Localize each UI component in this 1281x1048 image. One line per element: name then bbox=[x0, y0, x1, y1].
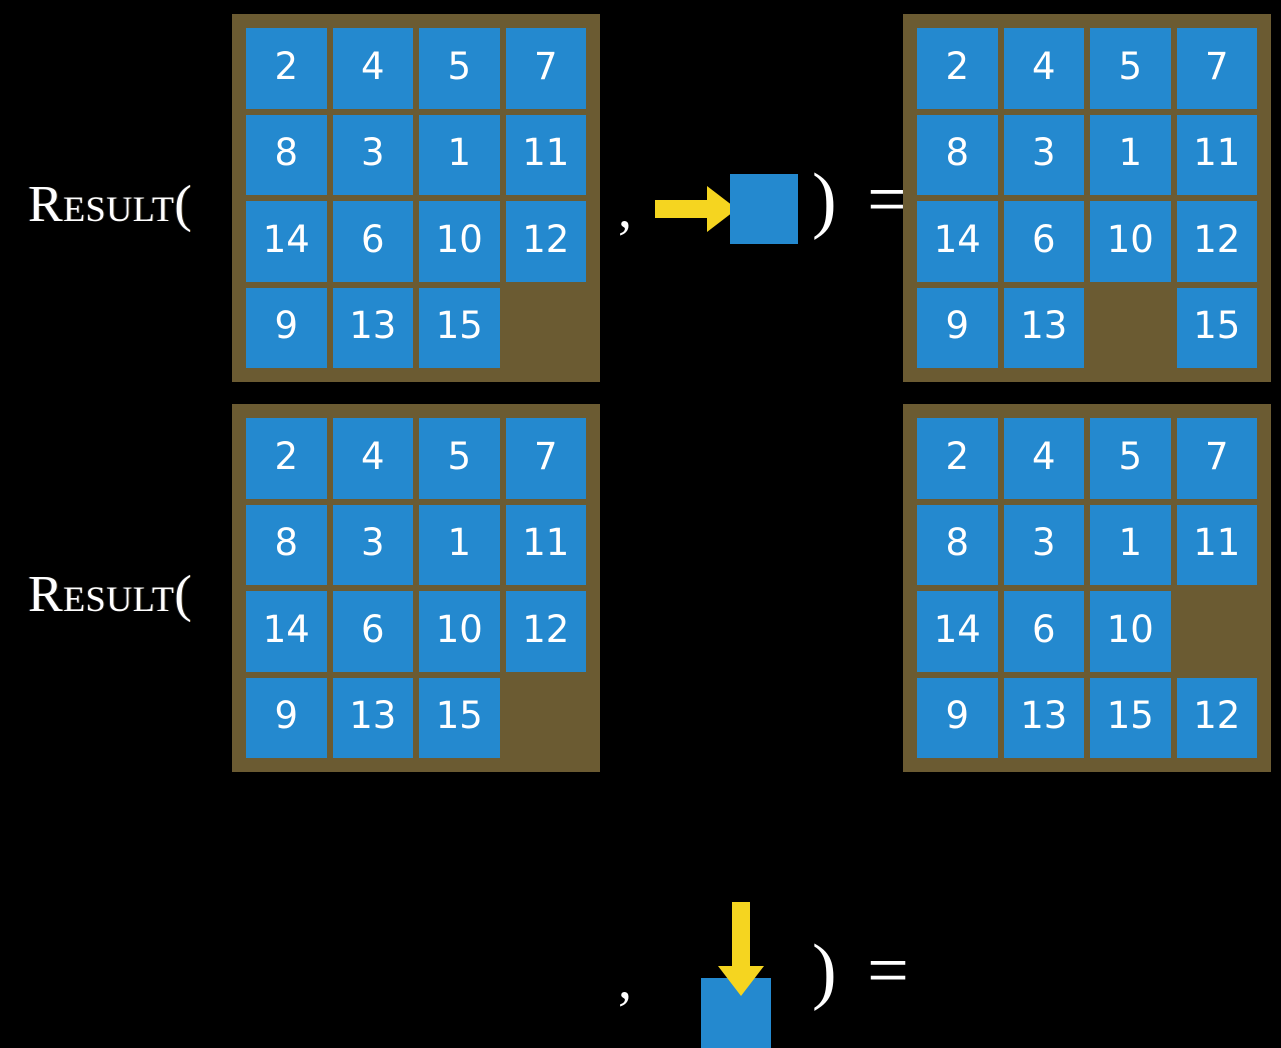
tile[interactable]: 5 bbox=[1090, 418, 1171, 499]
closing-paren-equals-row1: ) = bbox=[812, 159, 915, 241]
tile-empty-slot[interactable] bbox=[506, 288, 587, 369]
tile[interactable]: 6 bbox=[332, 201, 413, 282]
result-function-label-row2: Result( bbox=[28, 566, 193, 623]
tile-grid: 2 4 5 7 8 3 1 11 14 6 10 12 9 13 15 bbox=[917, 28, 1257, 368]
tile[interactable]: 10 bbox=[1090, 591, 1171, 672]
equation-row-2: Result( 2 4 5 7 8 3 1 11 14 6 10 12 9 13… bbox=[0, 390, 1281, 1048]
tile[interactable]: 2 bbox=[917, 28, 998, 109]
argument-separator-row1: , bbox=[618, 178, 632, 240]
tile[interactable]: 5 bbox=[1090, 28, 1171, 109]
tile-empty-slot[interactable] bbox=[1090, 288, 1171, 369]
tile[interactable]: 13 bbox=[1003, 287, 1084, 368]
tile[interactable]: 1 bbox=[419, 504, 500, 585]
tile[interactable]: 7 bbox=[1176, 28, 1257, 109]
tile[interactable]: 15 bbox=[1090, 677, 1171, 758]
input-board-row1: 2 4 5 7 8 3 1 11 14 6 10 12 9 13 15 bbox=[232, 14, 600, 382]
tile[interactable]: 9 bbox=[246, 287, 327, 368]
tile[interactable]: 1 bbox=[1090, 504, 1171, 585]
tile[interactable]: 14 bbox=[246, 591, 327, 672]
tile[interactable]: 6 bbox=[1003, 201, 1084, 282]
tile-grid: 2 4 5 7 8 3 1 11 14 6 10 12 9 13 15 bbox=[246, 418, 586, 758]
tile[interactable]: 3 bbox=[1003, 114, 1084, 195]
tile[interactable]: 5 bbox=[419, 418, 500, 499]
tile[interactable]: 11 bbox=[505, 504, 586, 585]
tile[interactable]: 9 bbox=[917, 287, 998, 368]
tile[interactable]: 10 bbox=[419, 591, 500, 672]
tile[interactable]: 12 bbox=[1176, 677, 1257, 758]
tile[interactable]: 13 bbox=[332, 677, 413, 758]
tile[interactable]: 14 bbox=[917, 591, 998, 672]
tile[interactable]: 11 bbox=[1176, 114, 1257, 195]
tile[interactable]: 12 bbox=[1176, 201, 1257, 282]
result-function-label-row1: Result( bbox=[28, 176, 193, 233]
tile[interactable]: 6 bbox=[332, 591, 413, 672]
tile[interactable]: 10 bbox=[1090, 201, 1171, 282]
tile[interactable]: 2 bbox=[246, 418, 327, 499]
tile[interactable]: 4 bbox=[332, 418, 413, 499]
tile-empty-slot[interactable] bbox=[506, 678, 587, 759]
tile[interactable]: 8 bbox=[917, 504, 998, 585]
input-board-row2: 2 4 5 7 8 3 1 11 14 6 10 12 9 13 15 bbox=[232, 404, 600, 772]
tile[interactable]: 4 bbox=[1003, 418, 1084, 499]
tile[interactable]: 11 bbox=[505, 114, 586, 195]
tile[interactable]: 12 bbox=[505, 591, 586, 672]
tile[interactable]: 10 bbox=[419, 201, 500, 282]
tile[interactable]: 7 bbox=[505, 28, 586, 109]
argument-separator-row2: , bbox=[618, 949, 632, 1011]
arrow-down-icon bbox=[718, 902, 764, 996]
tile[interactable]: 7 bbox=[1176, 418, 1257, 499]
tile-empty-slot[interactable] bbox=[1177, 591, 1258, 672]
tile[interactable]: 11 bbox=[1176, 504, 1257, 585]
tile-grid: 2 4 5 7 8 3 1 11 14 6 10 12 9 13 15 bbox=[246, 28, 586, 368]
tile[interactable]: 13 bbox=[332, 287, 413, 368]
output-board-row2: 2 4 5 7 8 3 1 11 14 6 10 9 13 15 12 bbox=[903, 404, 1271, 772]
tile[interactable]: 7 bbox=[505, 418, 586, 499]
arrow-right-icon bbox=[655, 186, 737, 232]
tile[interactable]: 9 bbox=[246, 677, 327, 758]
tile[interactable]: 6 bbox=[1003, 591, 1084, 672]
tile[interactable]: 4 bbox=[1003, 28, 1084, 109]
tile[interactable]: 15 bbox=[419, 287, 500, 368]
tile[interactable]: 2 bbox=[246, 28, 327, 109]
tile[interactable]: 13 bbox=[1003, 677, 1084, 758]
tile[interactable]: 8 bbox=[246, 504, 327, 585]
tile[interactable]: 1 bbox=[1090, 114, 1171, 195]
tile[interactable]: 9 bbox=[917, 677, 998, 758]
closing-paren-equals-row2: ) = bbox=[812, 930, 915, 1012]
tile[interactable]: 14 bbox=[246, 201, 327, 282]
tile[interactable]: 2 bbox=[917, 418, 998, 499]
tile[interactable]: 8 bbox=[917, 114, 998, 195]
tile[interactable]: 8 bbox=[246, 114, 327, 195]
tile-grid: 2 4 5 7 8 3 1 11 14 6 10 9 13 15 12 bbox=[917, 418, 1257, 758]
tile[interactable]: 15 bbox=[1176, 287, 1257, 368]
move-action-tile-row1 bbox=[730, 174, 798, 244]
tile[interactable]: 3 bbox=[332, 114, 413, 195]
tile[interactable]: 15 bbox=[419, 677, 500, 758]
tile[interactable]: 1 bbox=[419, 114, 500, 195]
tile[interactable]: 4 bbox=[332, 28, 413, 109]
output-board-row1: 2 4 5 7 8 3 1 11 14 6 10 12 9 13 15 bbox=[903, 14, 1271, 382]
equation-row-1: Result( 2 4 5 7 8 3 1 11 14 6 10 12 9 13… bbox=[0, 0, 1281, 390]
tile[interactable]: 3 bbox=[1003, 504, 1084, 585]
tile[interactable]: 14 bbox=[917, 201, 998, 282]
tile[interactable]: 3 bbox=[332, 504, 413, 585]
tile[interactable]: 12 bbox=[505, 201, 586, 282]
tile[interactable]: 5 bbox=[419, 28, 500, 109]
